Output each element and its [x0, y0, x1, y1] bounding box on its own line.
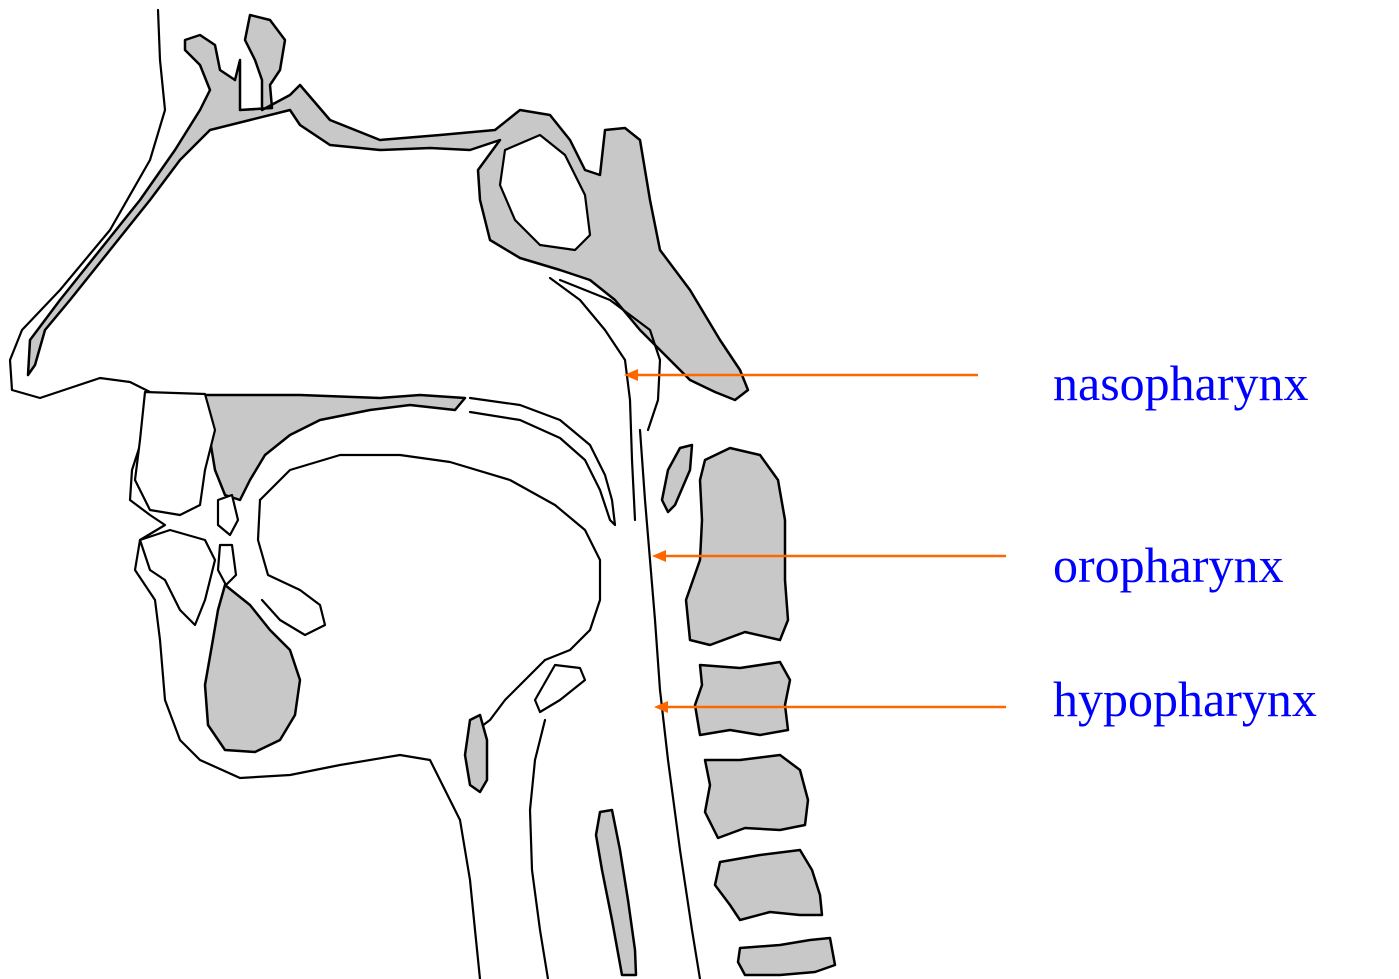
- thyroid-cartilage: [596, 810, 636, 975]
- vertebra-c6: [738, 938, 835, 975]
- vertebra-c4: [705, 755, 808, 838]
- vertebra-c5: [715, 850, 822, 920]
- label-hypopharynx: hypopharynx: [1053, 674, 1317, 724]
- hyoid: [465, 715, 487, 792]
- lower-incisor: [140, 530, 215, 625]
- tongue-underside: [258, 500, 325, 635]
- label-oropharynx: oropharynx: [1053, 540, 1284, 590]
- tooth-small-2: [218, 545, 236, 585]
- label-nasopharynx: nasopharynx: [1053, 358, 1309, 408]
- pharynx-posterior-wall: [640, 430, 700, 979]
- arrow-nasopharynx: [624, 369, 978, 381]
- nasopharynx-wall: [550, 278, 635, 520]
- larynx-anterior: [530, 720, 548, 979]
- vertebra-c2: [686, 448, 788, 645]
- mandible: [205, 585, 300, 752]
- vertebra-c3: [695, 662, 790, 735]
- epiglottis: [535, 665, 585, 712]
- hard-palate: [205, 395, 465, 500]
- upper-incisor: [135, 392, 215, 515]
- face-profile-outline: [10, 10, 480, 979]
- soft-palate: [470, 398, 615, 525]
- vertebra-c1-arch: [662, 445, 692, 512]
- tooth-small: [218, 495, 238, 535]
- tongue-outline: [260, 455, 600, 660]
- nasal-bone: [28, 15, 748, 400]
